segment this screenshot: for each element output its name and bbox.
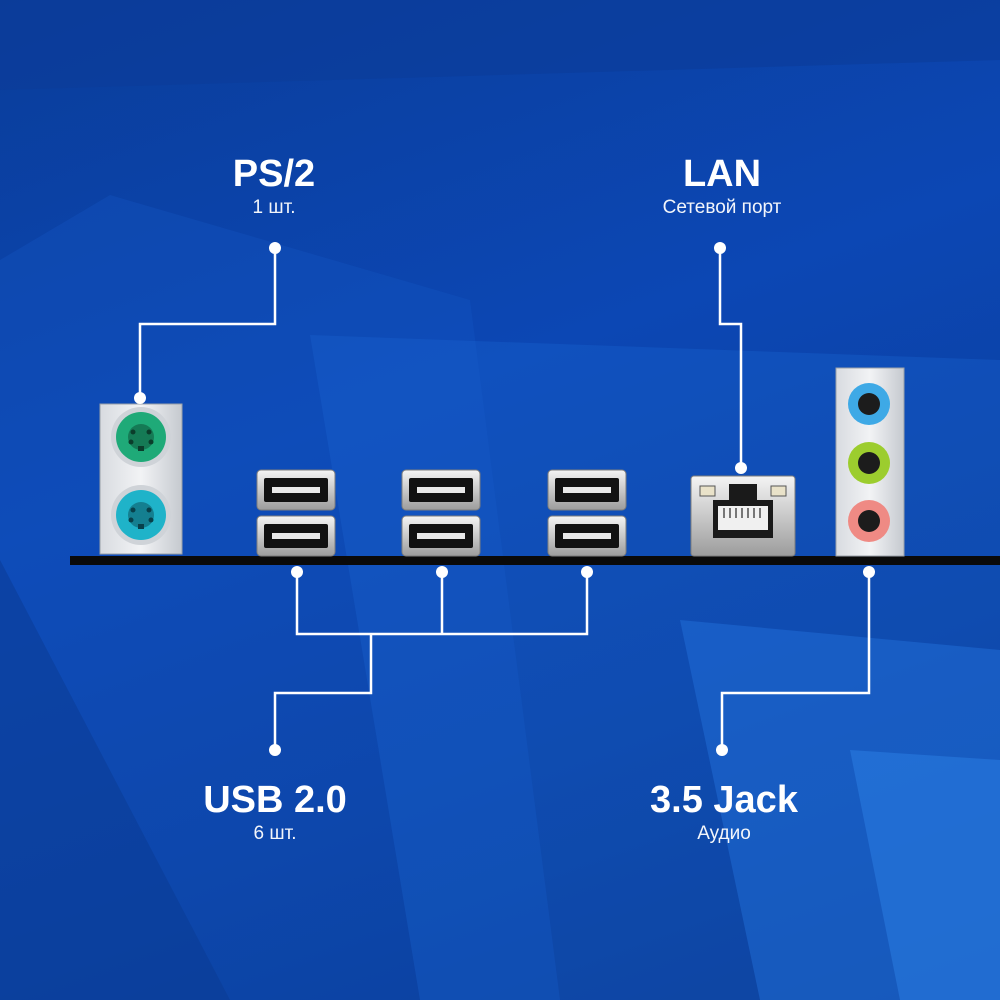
ps2-title: PS/2 (232, 153, 316, 195)
rj45-port-icon (690, 475, 796, 557)
jack-label: 3.5 Jack Аудио (614, 778, 834, 846)
connector-dots (134, 242, 875, 756)
board-edge (70, 556, 1000, 565)
ps2-label: PS/2 1 шт. (164, 152, 384, 220)
usb-port-icon (256, 469, 627, 557)
ps2-port-icon (99, 403, 183, 555)
jack-title: 3.5 Jack (650, 779, 798, 821)
jack-subtitle: Аудио (697, 823, 751, 844)
lan-label: LAN Сетевой порт (612, 152, 832, 220)
audio-jack-icon (835, 367, 905, 557)
usb-subtitle: 6 шт. (253, 823, 297, 844)
lan-subtitle: Сетевой порт (662, 197, 782, 218)
ps2-subtitle: 1 шт. (252, 197, 296, 218)
lan-title: LAN (682, 153, 762, 195)
usb-label: USB 2.0 6 шт. (165, 778, 385, 846)
connector-lines (138, 248, 871, 750)
usb-title: USB 2.0 (203, 779, 347, 821)
